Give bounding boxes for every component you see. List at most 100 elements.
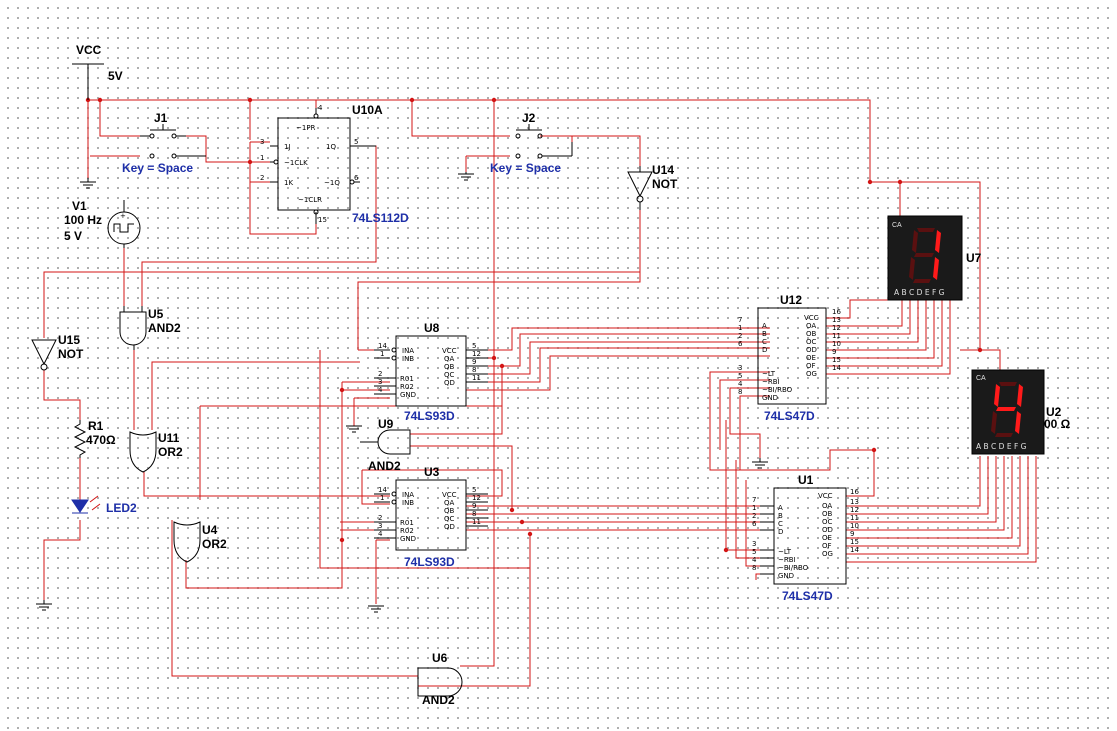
and-gate-u6[interactable]: U6 AND2 [417,651,463,707]
svg-text:11: 11 [832,332,841,340]
svg-text:8: 8 [752,564,756,572]
svg-text:A: A [778,504,783,512]
led-ref: LED2 [106,501,137,515]
svg-text:8: 8 [472,366,476,374]
svg-text:C: C [778,520,783,528]
u2-type: CA [976,375,986,382]
svg-text:QA: QA [444,355,455,363]
vcc-label: VCC [76,43,102,57]
svg-text:11: 11 [850,514,859,522]
decoder-u12[interactable]: U12 74LS47D A B C D ~LT ~RBI ~BI/RBO GND… [738,293,841,423]
svg-text:GND: GND [400,391,416,399]
svg-text:12: 12 [472,494,481,502]
clock-source-v1[interactable]: + V1 100 Hz 5 V [64,199,141,248]
svg-text:10: 10 [832,340,841,348]
svg-text:R01: R01 [400,375,414,383]
u8-ref: U8 [424,321,440,335]
decoder-u1[interactable]: U1 74LS47D A B C D ~LT ~RBI ~BI/RBO GND … [752,473,859,603]
switch-j1-key: Key = Space [122,161,193,175]
svg-text:R02: R02 [400,383,414,391]
counter-u3[interactable]: U3 74LS93D INA INB R01 R02 GND VCC QA QB… [374,465,488,569]
u15-ref: U15 [58,333,80,347]
resistor-r1[interactable]: R1 470Ω [73,419,116,458]
svg-text:D: D [778,528,783,536]
svg-text:~BI/RBO: ~BI/RBO [778,564,809,572]
svg-text:GND: GND [762,394,778,402]
u3-part: 74LS93D [404,555,455,569]
svg-text:OA: OA [822,502,832,510]
svg-text:A: A [762,322,767,330]
svg-text:QD: QD [444,379,455,387]
svg-text:4: 4 [752,556,757,564]
u2-segment-labels: A B C D E F G [976,442,1027,451]
svg-text:3: 3 [752,540,756,548]
ff-ref: U10A [352,103,383,117]
v1-ref: V1 [72,199,87,213]
ff-pin-q: 1Q [326,143,336,151]
svg-text:OD: OD [806,346,817,354]
u1-pins: A B C D ~LT ~RBI ~BI/RBO GND VCC OA OB O… [752,488,859,580]
svg-text:OG: OG [806,370,817,378]
svg-text:OF: OF [822,542,832,550]
svg-text:VCC: VCC [442,347,457,355]
svg-text:14: 14 [850,546,859,554]
svg-text:3: 3 [378,522,382,530]
not-gate-u15[interactable]: U15 NOT [31,333,84,371]
svg-text:14: 14 [378,486,387,494]
svg-text:R02: R02 [400,527,414,535]
vcc-voltage-label: 5V [108,69,123,83]
ff-pin-pr: ~1PR [296,124,316,132]
vcc-supply[interactable]: VCC 5V [72,43,123,100]
display-u7[interactable]: CA A B C D E F G U7 [887,215,982,301]
svg-text:OE: OE [822,534,832,542]
switch-j1[interactable]: J1 Key = Space [122,111,206,175]
u4-ref: U4 [202,523,218,537]
svg-text:OC: OC [806,338,817,346]
svg-text:6: 6 [752,520,757,528]
svg-text:OC: OC [822,518,833,526]
svg-text:INB: INB [402,355,414,363]
svg-text:QB: QB [444,363,455,371]
svg-text:14: 14 [378,342,387,350]
u12-ref: U12 [780,293,802,307]
ground-icon [346,425,362,433]
u9-ref: U9 [378,417,394,431]
v1-amplitude: 5 V [64,229,82,243]
not-gate-u14[interactable]: U14 NOT [627,163,678,210]
ff-part: 74LS112D [352,211,409,225]
svg-text:4: 4 [378,530,383,538]
u4-type: OR2 [202,537,227,551]
svg-text:5: 5 [752,548,756,556]
u2-segments [991,382,1023,437]
u12-pins: A B C D ~LT ~RBI ~BI/RBO GND VCC OA OB O… [738,308,841,402]
led-2[interactable]: LED2 [71,495,137,515]
and-gate-u5[interactable]: U5 AND2 [119,306,181,350]
or-gate-u11[interactable]: U11 OR2 [129,431,183,473]
counter-u8[interactable]: U8 74LS93D INA INB R01 R02 GND VCC QA QB… [374,321,488,423]
svg-text:15: 15 [850,538,859,546]
u15-type: NOT [58,347,84,361]
svg-text:INA: INA [402,491,414,499]
u11-ref: U11 [158,431,180,445]
svg-text:13: 13 [850,498,859,506]
svg-text:4: 4 [378,386,383,394]
or-gate-u4[interactable]: U4 OR2 [173,521,227,563]
svg-text:OB: OB [822,510,833,518]
svg-text:12: 12 [850,506,859,514]
and-gate-u9[interactable]: U9 AND2 [360,417,411,473]
ff-pin-clr: ~1CLR [298,196,322,204]
svg-text:D: D [762,346,767,354]
r1-value: 470Ω [86,433,116,447]
svg-text:6: 6 [354,174,359,182]
svg-text:OE: OE [806,354,816,362]
flipflop-u10a[interactable]: U10A 74LS112D ~1PR 1J ~1CLK 1K ~1CLR 1Q … [260,103,409,225]
svg-text:OF: OF [806,362,816,370]
switch-j2[interactable]: J2 Key = Space [490,111,573,175]
svg-text:2: 2 [378,514,382,522]
svg-text:9: 9 [472,358,476,366]
ff-pin-clk: ~1CLK [284,159,308,167]
switch-j2-key: Key = Space [490,161,561,175]
svg-text:QA: QA [444,499,455,507]
display-u2[interactable]: CA A B C D E F G U2 00 Ω [971,369,1071,455]
